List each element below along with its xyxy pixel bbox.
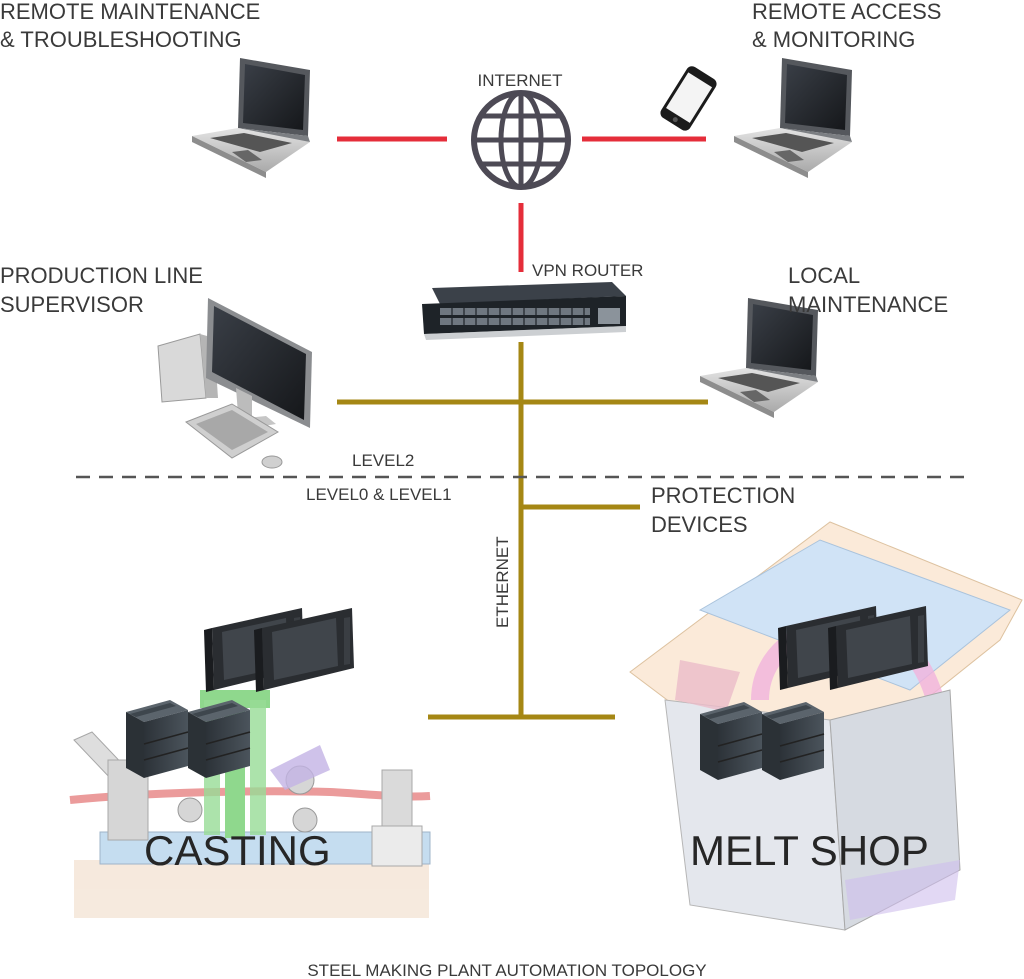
- melt-shop-label: MELT SHOP: [690, 827, 929, 874]
- level0-1-label: LEVEL0 & LEVEL1: [306, 485, 452, 504]
- production-supervisor-label-2: SUPERVISOR: [0, 292, 144, 317]
- ethernet-bus: [337, 342, 708, 720]
- laptop-icon: [192, 58, 310, 178]
- remote-maintenance-label-1: REMOTE MAINTENANCE: [0, 0, 260, 24]
- plc-module-icon: [125, 699, 189, 779]
- casting-label: CASTING: [144, 827, 331, 874]
- vpn-router-label: VPN ROUTER: [532, 261, 643, 280]
- protection-devices-label-2: DEVICES: [651, 512, 748, 537]
- internet-links: [337, 136, 706, 272]
- remote-maintenance-label-2: & TROUBLESHOOTING: [0, 27, 242, 52]
- network-switch-icon: [422, 282, 626, 340]
- local-maintenance-label-1: LOCAL: [788, 263, 860, 288]
- smartphone-icon: [660, 66, 717, 131]
- plc-module-icon: [761, 701, 825, 781]
- remote-access-label-1: REMOTE ACCESS: [752, 0, 941, 24]
- desktop-computer-icon: [157, 298, 312, 469]
- remote-access-label-2: & MONITORING: [752, 27, 915, 52]
- plc-module-icon: [699, 701, 763, 781]
- production-supervisor-label-1: PRODUCTION LINE: [0, 263, 203, 288]
- plc-module-icon: [187, 699, 251, 779]
- internet-label: INTERNET: [478, 71, 563, 90]
- protection-devices-label-1: PROTECTION: [651, 483, 795, 508]
- globe-icon: [471, 90, 571, 190]
- level2-label: LEVEL2: [352, 451, 414, 470]
- laptop-icon: [734, 58, 852, 178]
- local-maintenance-label-2: MAINTENANCE: [788, 292, 948, 317]
- diagram-caption: STEEL MAKING PLANT AUTOMATION TOPOLOGY: [307, 961, 706, 979]
- ethernet-label: ETHERNET: [493, 536, 512, 628]
